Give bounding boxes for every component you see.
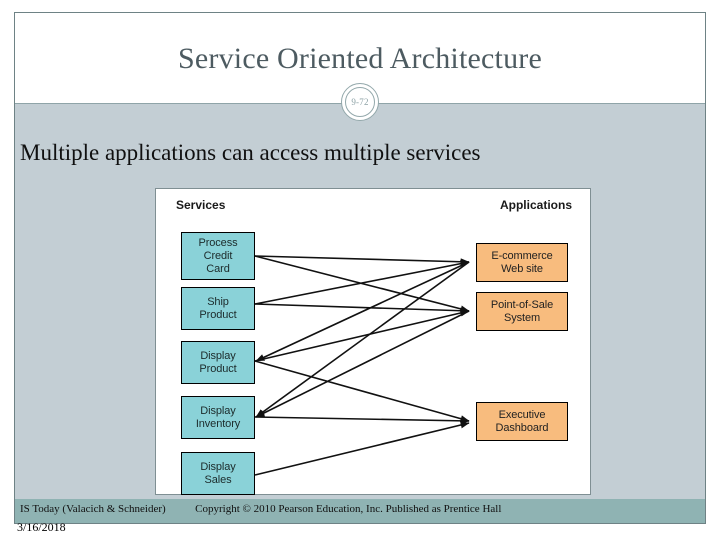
subtitle-text: Multiple applications can access multipl… [20,140,481,165]
service-label-line-1: Display [200,460,236,473]
application-node-e-commerce-web-site[interactable]: E-commerce Web site [476,243,568,282]
application-label-line-2: Dashboard [495,421,549,434]
service-node-display-inventory[interactable]: Display Inventory [181,396,255,439]
application-label-line-2: Web site [501,262,543,275]
footer-copyright: Copyright © 2010 Pearson Education, Inc.… [195,503,502,515]
application-node-point-of-sale-system[interactable]: Point-of-Sale System [476,292,568,331]
application-label-line-1: Point-of-Sale [490,298,554,311]
soa-diagram: Services Applications [155,188,591,495]
service-label-line-3: Card [206,262,230,275]
service-node-ship-product[interactable]: Ship Product [181,287,255,330]
page-title: Service Oriented Architecture [178,42,542,75]
service-node-process-credit-card[interactable]: Process Credit Card [181,232,255,280]
application-label-line-1: Executive [498,408,546,421]
service-label-line-2: Sales [204,473,232,486]
application-label-line-2: System [503,311,541,324]
service-label-line-2: Product [199,308,237,321]
slide-number-text: 9-72 [351,97,369,107]
footer-date: 3/16/2018 [17,520,66,534]
service-label-line-2: Credit [203,249,233,262]
service-label-line-2: Inventory [195,417,241,430]
connection-lines [254,255,470,476]
application-label-line-1: E-commerce [491,249,553,262]
badge-inner-ring [345,87,375,117]
service-label-line-1: Ship [207,295,229,308]
footer-source: IS Today (Valacich & Schneider) [20,503,166,515]
slide-body: Multiple applications can access multipl… [15,104,705,499]
service-label-line-2: Product [199,362,237,375]
service-node-display-product[interactable]: Display Product [181,341,255,384]
service-label-line-1: Display [200,349,236,362]
application-node-executive-dashboard[interactable]: Executive Dashboard [476,402,568,441]
services-column-header: Services [176,198,226,212]
applications-column-header: Applications [499,198,572,212]
footer-bar: IS Today (Valacich & Schneider) Copyrigh… [15,499,705,523]
slide-header: Service Oriented Architecture 9-72 [0,0,720,121]
service-node-display-sales[interactable]: Display Sales [181,452,255,495]
service-label-line-1: Display [200,404,236,417]
footer-attribution: IS Today (Valacich & Schneider) Copyrigh… [20,503,501,515]
slide-number-badge: 9-72 [341,83,379,121]
service-label-line-1: Process [198,236,238,249]
